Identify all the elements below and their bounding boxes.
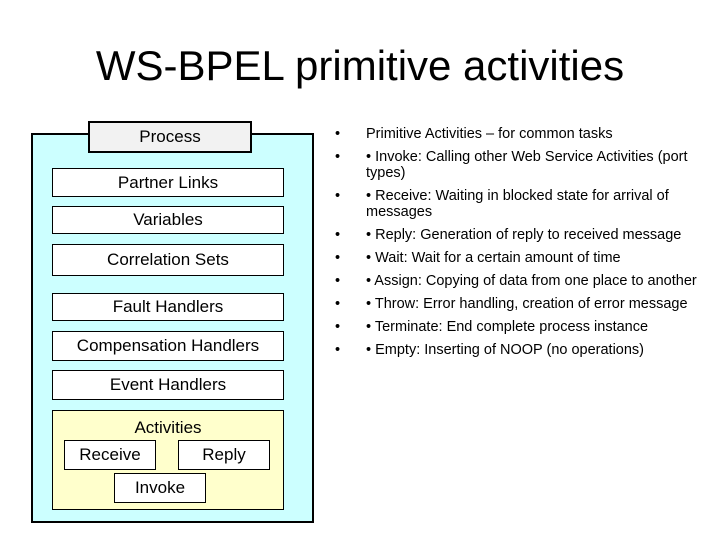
bullet-glyph: • (335, 342, 341, 358)
slide-title: WS-BPEL primitive activities (95, 42, 625, 89)
bullet-item: • • Reply: Generation of reply to receive… (335, 227, 705, 243)
bullet-glyph: • (335, 273, 341, 289)
receive-box: Receive (64, 440, 156, 470)
reply-box: Reply (178, 440, 270, 470)
bullet-glyph: • (335, 126, 341, 142)
compensation-handlers-box: Compensation Handlers (52, 331, 284, 361)
bullet-text: • Assign: Copying of data from one place… (366, 273, 697, 289)
bullet-glyph: • (335, 296, 341, 312)
fault-handlers-box: Fault Handlers (52, 293, 284, 321)
bullet-text: • Throw: Error handling, creation of err… (366, 296, 688, 312)
bullet-text: • Terminate: End complete process instan… (366, 319, 649, 335)
bullet-glyph: • (335, 319, 341, 335)
bullet-glyph: • (335, 188, 341, 204)
bullet-text: • Receive: Waiting in blocked state for … (366, 188, 669, 220)
bullet-item: • • Wait: Wait for a certain amount of ti… (335, 250, 705, 266)
bullet-glyph: • (335, 227, 341, 243)
bullet-glyph: • (335, 250, 341, 266)
bullet-item: • • Invoke: Calling other Web Service Act… (335, 149, 705, 181)
bullet-text: • Reply: Generation of reply to received… (366, 227, 682, 243)
bullet-text: Primitive Activities – for common tasks (366, 126, 613, 142)
bullet-item: • • Receive: Waiting in blocked state for… (335, 188, 705, 220)
process-box: Process (88, 121, 252, 153)
bullet-list: • Primitive Activities – for common tasks… (335, 126, 705, 365)
bullet-item: • • Terminate: End complete process insta… (335, 319, 705, 335)
partner-links-box: Partner Links (52, 168, 284, 197)
bullet-item: • Primitive Activities – for common tasks (335, 126, 705, 142)
variables-box: Variables (52, 206, 284, 234)
invoke-box: Invoke (114, 473, 206, 503)
bullet-text: • Invoke: Calling other Web Service Acti… (366, 149, 688, 181)
activities-label: Activities (134, 418, 202, 437)
bullet-glyph: • (335, 149, 341, 165)
event-handlers-box: Event Handlers (52, 370, 284, 400)
bullet-text: • Empty: Inserting of NOOP (no operation… (366, 342, 645, 358)
bullet-text: • Wait: Wait for a certain amount of tim… (366, 250, 621, 266)
bullet-item: • • Throw: Error handling, creation of er… (335, 296, 705, 312)
bullet-item: • • Assign: Copying of data from one plac… (335, 273, 705, 289)
bullet-item: • • Empty: Inserting of NOOP (no operatio… (335, 342, 705, 358)
correlation-sets-box: Correlation Sets (52, 244, 284, 276)
